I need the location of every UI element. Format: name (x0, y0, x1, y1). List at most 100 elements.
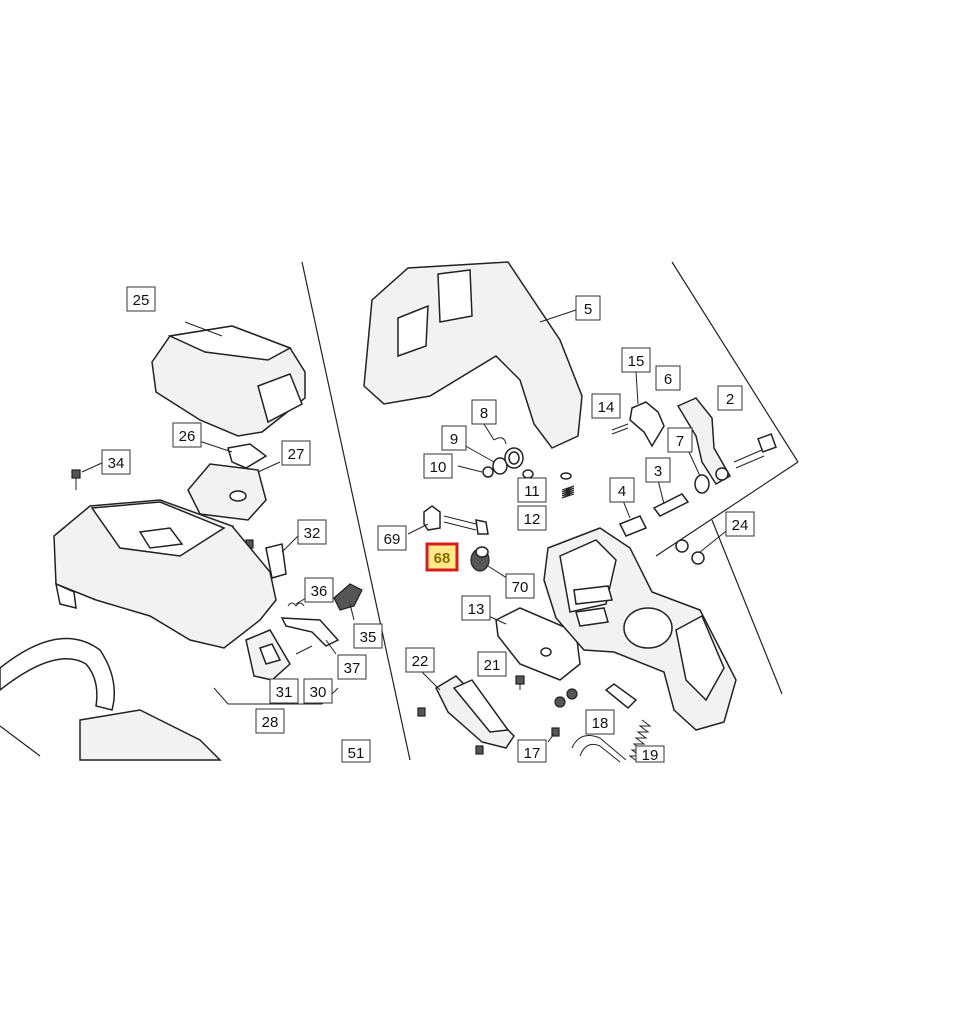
callout-13[interactable]: 13 (461, 595, 491, 621)
callout-4[interactable]: 4 (609, 477, 635, 503)
callout-26[interactable]: 26 (172, 422, 202, 448)
callout-25[interactable]: 25 (126, 286, 156, 312)
front-handle-bar (0, 637, 222, 761)
callout-22[interactable]: 22 (405, 647, 435, 673)
part-6-brake-lever (676, 397, 732, 486)
part-3-pin (652, 479, 690, 517)
clutch-side-housing (543, 527, 737, 731)
svg-text:70: 70 (512, 579, 529, 596)
part-brake-rod (571, 735, 627, 763)
callout-3[interactable]: 3 (645, 457, 671, 483)
svg-text:8: 8 (480, 405, 488, 422)
part-18-pin (604, 683, 638, 710)
callout-7[interactable]: 7 (667, 427, 693, 453)
svg-text:5: 5 (584, 301, 592, 318)
part-8-coil (504, 447, 524, 469)
svg-text:24: 24 (732, 517, 749, 534)
callout-27[interactable]: 27 (281, 440, 311, 466)
callout-19[interactable]: 19 (635, 745, 665, 764)
svg-text:3: 3 (654, 463, 662, 480)
part-21-screw (515, 675, 525, 690)
part-26-knob (195, 439, 268, 469)
callout-9[interactable]: 9 (441, 425, 467, 451)
part-69-bolt (407, 505, 441, 535)
callout-36[interactable]: 36 (304, 577, 334, 603)
svg-text:37: 37 (344, 660, 361, 677)
svg-text:6: 6 (664, 371, 672, 388)
panel-divider-right-top (671, 261, 799, 463)
svg-text:26: 26 (179, 428, 196, 445)
callout-5[interactable]: 5 (575, 295, 601, 321)
callout-21[interactable]: 21 (477, 651, 507, 677)
part-22-guide (419, 669, 515, 749)
callout-14[interactable]: 14 (591, 393, 621, 419)
callout-68-highlighted[interactable]: 68 (425, 542, 459, 572)
part-14-pin (611, 423, 629, 435)
part-37-trigger (280, 617, 340, 655)
part-27-air-filter (187, 461, 281, 521)
svg-text:27: 27 (288, 446, 305, 463)
svg-text:2: 2 (726, 391, 734, 408)
callout-69[interactable]: 69 (377, 525, 407, 551)
callout-30[interactable]: 30 (303, 678, 333, 704)
part-13-side-plate (483, 607, 581, 681)
callout-70[interactable]: 70 (505, 573, 535, 599)
svg-text:69: 69 (384, 531, 401, 548)
callout-17[interactable]: 17 (517, 739, 547, 763)
callout-6[interactable]: 6 (655, 365, 681, 391)
callout-15[interactable]: 15 (621, 347, 651, 373)
callout-28[interactable]: 28 (255, 708, 285, 734)
panel-divider-right-bottom (711, 519, 783, 695)
callout-51[interactable]: 51 (341, 739, 371, 763)
svg-text:28: 28 (262, 714, 279, 731)
svg-text:22: 22 (412, 653, 429, 670)
svg-text:15: 15 (628, 353, 645, 370)
svg-text:10: 10 (430, 459, 447, 476)
part-32-plate (265, 535, 299, 579)
callout-8[interactable]: 8 (471, 399, 497, 425)
callout-31[interactable]: 31 (269, 678, 299, 704)
svg-text:51: 51 (348, 745, 365, 762)
callout-37[interactable]: 37 (337, 654, 367, 680)
part-34-screw (71, 461, 105, 490)
callout-12[interactable]: 12 (517, 505, 547, 531)
svg-text:4: 4 (618, 483, 626, 500)
callout-11[interactable]: 11 (517, 477, 547, 503)
part-13-fastener (554, 688, 578, 708)
svg-text:36: 36 (311, 583, 328, 600)
part-4-bushing (618, 497, 648, 537)
part-15-bracket (629, 371, 665, 448)
part-31-latch (245, 629, 291, 681)
top-cover-housing (53, 499, 277, 649)
svg-text:32: 32 (304, 525, 321, 542)
callout-24[interactable]: 24 (725, 511, 755, 537)
callout-35[interactable]: 35 (353, 623, 383, 649)
callout-2[interactable]: 2 (717, 385, 743, 411)
part-5-rear-handle (363, 261, 583, 449)
part-17-screw (547, 727, 560, 743)
part-30-pin (295, 645, 313, 655)
svg-text:34: 34 (108, 455, 125, 472)
part-24-nuts (675, 527, 731, 565)
svg-text:7: 7 (676, 433, 684, 450)
part-2-bolt (733, 433, 777, 469)
part-11-clip (522, 469, 572, 480)
part-8-spring (483, 423, 507, 445)
callout-34[interactable]: 34 (101, 449, 131, 475)
part-36-spring (287, 597, 307, 607)
part-22-screws (417, 707, 484, 755)
svg-text:9: 9 (450, 431, 458, 448)
svg-text:11: 11 (524, 483, 540, 500)
svg-text:30: 30 (310, 684, 327, 701)
callout-18[interactable]: 18 (585, 709, 615, 735)
callout-10[interactable]: 10 (423, 453, 453, 479)
svg-text:25: 25 (133, 292, 150, 309)
part-10-nut (457, 465, 494, 478)
svg-text:35: 35 (360, 629, 377, 646)
svg-text:19: 19 (642, 747, 659, 764)
panel-divider-left (301, 261, 411, 761)
callout-32[interactable]: 32 (297, 519, 327, 545)
part-70-gear (470, 546, 511, 581)
part-68-chain-tensioner-bolt (443, 515, 489, 535)
